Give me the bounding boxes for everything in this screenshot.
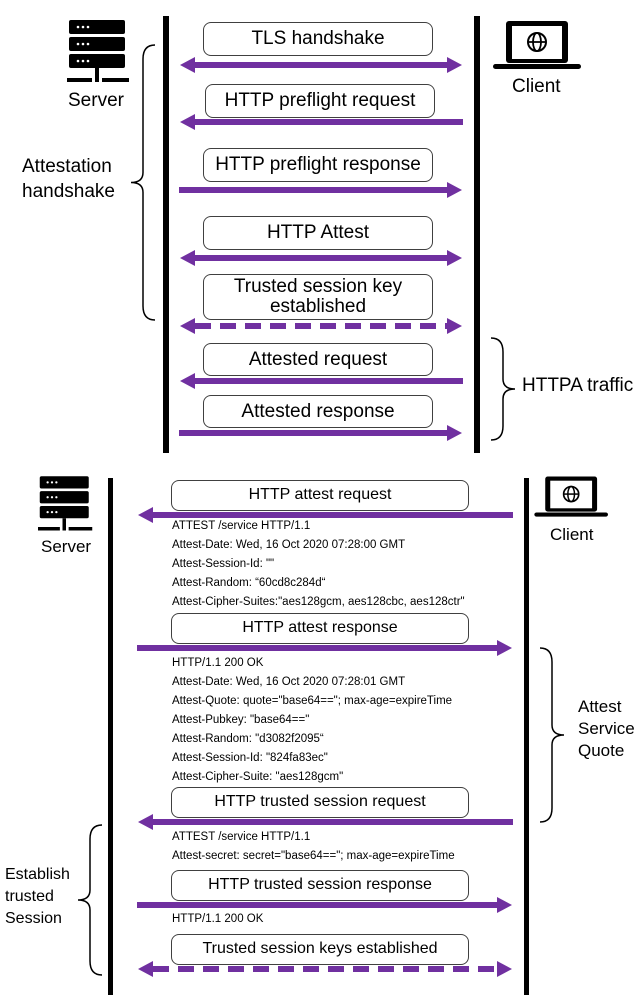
message-box-attested-request: Attested request (203, 343, 433, 376)
header-line: Attest-Session-Id: "" (172, 558, 275, 570)
client-label: Client (512, 76, 561, 97)
laptop-globe-icon (534, 476, 608, 517)
attest-service-quote-label: Attest Service Quote (578, 697, 635, 760)
client-label: Client (550, 525, 594, 544)
top-arrow-6-head-right (447, 425, 462, 441)
client-lifeline (524, 478, 529, 995)
message-box-trusted-session-key: Trusted session key established (203, 274, 433, 320)
server-label: Server (41, 537, 92, 556)
top-arrow-2-head-right (447, 182, 462, 198)
header-line: Attest-secret: secret="base64=="; max-ag… (172, 850, 455, 862)
httpa-traffic-label: HTTPA traffic (522, 375, 634, 396)
server-lifeline (163, 16, 169, 453)
top-arrow-3-head-left (180, 250, 195, 266)
bottom-arrow-0-head-left (138, 507, 153, 523)
message-box-http-attest: HTTP Attest (203, 216, 433, 250)
top-arrow-4-head-left (180, 318, 195, 334)
header-line: Attest-Date: Wed, 16 Oct 2020 07:28:01 G… (172, 676, 406, 688)
header-line: Attest-Random: “60cd8c284d“ (172, 577, 326, 589)
message-box-attested-response: Attested response (203, 395, 433, 428)
header-line: Attest-Cipher-Suite: "aes128gcm" (172, 771, 344, 783)
message-box-preflight-response: HTTP preflight response (203, 148, 433, 182)
message-box-tls-handshake: TLS handshake (203, 22, 433, 56)
client-lifeline (474, 16, 480, 453)
message-box-preflight-request: HTTP preflight request (205, 84, 435, 118)
bottom-arrow-3-head-right (497, 897, 512, 913)
header-line: Attest-Random: "d3082f2095“ (172, 733, 324, 745)
top-arrow-5-head-left (180, 373, 195, 389)
bottom-arrow-4-head-left (138, 961, 153, 977)
top-arrow-3-head-right (447, 250, 462, 266)
top-arrow-4-head-right (447, 318, 462, 334)
attestation-handshake-brace (130, 44, 156, 321)
top-arrow-0-head-right (447, 57, 462, 73)
header-line: Attest-Pubkey: "base64==" (172, 714, 310, 726)
top-arrow-0-head-left (180, 57, 195, 73)
attest-service-quote-brace (539, 647, 565, 823)
header-line: HTTP/1.1 200 OK (172, 657, 264, 669)
attest-response-headers: HTTP/1.1 200 OK Attest-Date: Wed, 16 Oct… (172, 654, 452, 787)
message-box-attest-request: HTTP attest request (171, 480, 469, 511)
message-box-attest-response: HTTP attest response (171, 613, 469, 644)
establish-trusted-session-brace (77, 824, 103, 976)
top-arrow-1-head-left (180, 114, 195, 130)
header-line: ATTEST /service HTTP/1.1 (172, 520, 311, 532)
header-line: Attest-Quote: quote="base64=="; max-age=… (172, 695, 453, 707)
attestation-handshake-label: Attestation handshake (22, 156, 115, 202)
message-box-trusted-session-response: HTTP trusted session response (171, 870, 469, 901)
header-line: Attest-Cipher-Suites:"aes128gcm, aes128c… (172, 596, 465, 608)
trusted-session-response-headers: HTTP/1.1 200 OK (172, 910, 263, 929)
bottom-arrow-2-head-left (138, 814, 153, 830)
header-line: Attest-Session-Id: "824fa83ec" (172, 752, 328, 764)
server-icon (67, 20, 129, 82)
laptop-globe-icon (493, 21, 581, 69)
header-line: ATTEST /service HTTP/1.1 (172, 831, 311, 843)
message-box-trusted-session-keys: Trusted session keys established (171, 934, 469, 965)
header-line: Attest-Date: Wed, 16 Oct 2020 07:28:00 G… (172, 539, 406, 551)
server-lifeline (108, 478, 113, 995)
bottom-arrow-4-head-right (497, 961, 512, 977)
server-icon (38, 476, 93, 531)
message-box-trusted-session-request: HTTP trusted session request (171, 787, 469, 818)
server-label: Server (68, 90, 124, 111)
httpa-traffic-brace (490, 337, 516, 441)
trusted-session-request-headers: ATTEST /service HTTP/1.1 Attest-secret: … (172, 828, 455, 866)
establish-trusted-session-label: Establish trusted Session (5, 866, 70, 927)
bottom-arrow-1-head-right (497, 640, 512, 656)
attest-request-headers: ATTEST /service HTTP/1.1 Attest-Date: We… (172, 517, 465, 612)
header-line: HTTP/1.1 200 OK (172, 913, 264, 925)
